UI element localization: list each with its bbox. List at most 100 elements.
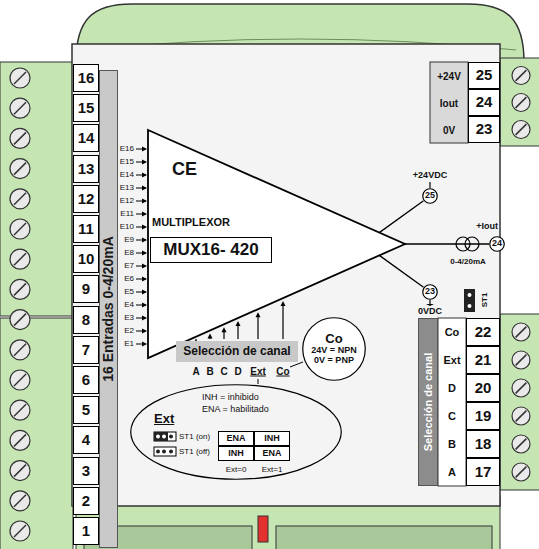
jumper-pin (169, 435, 173, 439)
select-arrow (257, 316, 258, 339)
input-name: E10 (120, 223, 134, 232)
input-arrowhead (142, 277, 147, 282)
input-arrowhead (142, 316, 147, 321)
input-arrowhead (142, 147, 147, 152)
signal-name: C (220, 366, 227, 377)
signal-wire (379, 201, 423, 233)
table-cell: ENA (254, 446, 290, 461)
jumper-pin (468, 304, 472, 308)
screw-slot (14, 223, 26, 235)
terminal-number-text: 8 (82, 312, 90, 329)
terminal-number-text: 12 (78, 191, 95, 208)
terminal-screw (512, 121, 530, 139)
terminal-number: 16 (73, 64, 99, 92)
select-arrowhead (256, 312, 261, 317)
terminal-number: 11 (73, 215, 99, 243)
label-panel (430, 62, 468, 143)
terminal-number-text: 20 (475, 380, 492, 397)
enable-ellipse-text: Ext (154, 412, 174, 426)
terminal-screw (10, 430, 30, 450)
screw-slot (14, 72, 26, 84)
jumper-state: ST1 (on) (179, 433, 210, 442)
screw-slot (516, 124, 527, 135)
ground-lead (429, 300, 430, 304)
terminal-number-text: 11 (78, 221, 94, 238)
screw-slot (14, 344, 26, 356)
terminal-number-text: 7 (82, 342, 90, 359)
channel-band: Selección de canal (418, 318, 438, 486)
screw-slot (14, 102, 26, 114)
terminal-number: 7 (73, 336, 99, 364)
circle-shape (423, 189, 438, 204)
pin-name: A (448, 466, 456, 478)
input-arrowhead (142, 329, 147, 334)
select-arrowhead (281, 301, 286, 306)
terminal-number-text: 10 (78, 251, 95, 268)
jumper-on-icon (154, 432, 176, 441)
table-cell: INH (254, 431, 290, 446)
terminal-screw (10, 249, 30, 269)
input-arrowhead (142, 186, 147, 191)
screw-slot (14, 132, 26, 144)
rail-clip (276, 526, 492, 549)
input-name: E12 (120, 197, 134, 206)
input-name: E1 (124, 340, 134, 349)
select-arrow (237, 325, 238, 339)
release-tab (258, 516, 268, 542)
screw-slot (516, 467, 527, 478)
terminal-number: 13 (73, 155, 99, 183)
input-name: E15 (120, 158, 134, 167)
input-name: E4 (124, 301, 134, 310)
terminal-screw (10, 279, 30, 299)
screw-slot (516, 355, 527, 366)
multiplexer-triangle-text: CE (172, 160, 197, 180)
pin-name: 0V (443, 124, 455, 135)
supply-label: +24VDC (413, 171, 447, 181)
terminal-circle: 23 (422, 284, 438, 300)
terminal-number-text: 3 (82, 463, 90, 480)
terminal-screw (512, 379, 530, 397)
terminal-screw (10, 370, 30, 390)
circle-shape (423, 285, 438, 300)
leader-line (258, 379, 259, 384)
terminal-number: 15 (73, 94, 99, 122)
terminal-number: 24 (468, 89, 500, 116)
terminal-screw (512, 67, 530, 85)
terminal-screw (10, 400, 30, 420)
signal-name: D (234, 366, 241, 377)
terminal-number: 19 (466, 402, 500, 430)
input-name: E5 (124, 288, 134, 297)
inputs-band-text: 16 Entradas 0-4/20mA (101, 236, 116, 382)
input-name: E16 (120, 145, 134, 154)
terminal-screw (10, 189, 30, 209)
input-arrowhead (142, 225, 147, 230)
output-label: +Iout (476, 222, 498, 232)
terminal-number-text: 21 (475, 352, 492, 369)
pin-name: B (448, 438, 456, 450)
polarity-circle-text: Co (325, 332, 342, 346)
terminal-screw (10, 68, 30, 88)
terminal-screw (10, 340, 30, 360)
signal-name: A (192, 366, 199, 377)
terminal-number: 9 (73, 275, 99, 303)
terminal-screw (512, 407, 530, 425)
multiplexer-triangle: CEMULTIPLEXORMUX16- 420 (148, 130, 405, 358)
label-panel (438, 318, 466, 486)
terminal-number-text: 25 (476, 67, 493, 84)
range-label: 0-4/20mA (450, 258, 486, 267)
jumper-pin (169, 450, 173, 454)
input-arrowhead (142, 173, 147, 178)
pin-name: D (448, 382, 456, 394)
terminal-number: 8 (73, 306, 99, 334)
screw-slot (14, 253, 26, 265)
terminal-number: 18 (466, 430, 500, 458)
ground-label: 0VDC (418, 307, 442, 317)
circle-shape (303, 318, 366, 381)
jumper-pin (162, 450, 166, 454)
ground-arrow (426, 304, 434, 306)
jumper-pin (162, 435, 166, 439)
model-box-text: MUX16- 420 (163, 241, 258, 260)
enable-ellipse-text: ENA = habilitado (202, 405, 269, 415)
jumper-off-icon (154, 447, 176, 456)
terminal-screw (10, 461, 30, 481)
